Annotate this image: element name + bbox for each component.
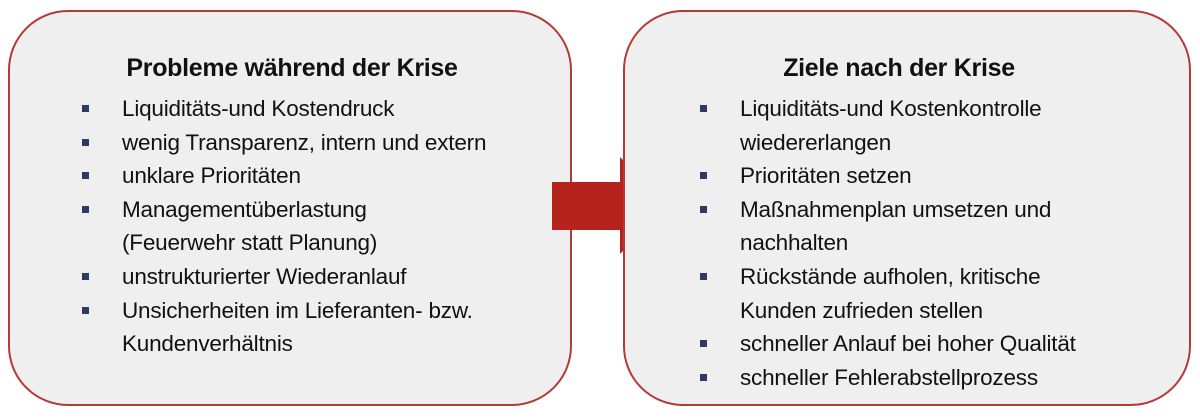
square-bullet-icon [700,205,707,213]
list-item: Liquiditäts-und Kostendruck [82,92,486,126]
square-bullet-icon [82,138,89,146]
square-bullet-icon [82,205,89,213]
square-bullet-icon [700,340,707,348]
item-text: Liquiditäts-und Kostendruck [122,96,395,121]
goals-list: Liquiditäts-und Kostenkontrolle wiederer… [700,92,1076,395]
list-item: Liquiditäts-und Kostenkontrolle wiederer… [700,92,1076,159]
square-bullet-icon [82,272,89,280]
square-bullet-icon [700,105,707,112]
list-item: Managementüberlastung (Feuerwehr statt P… [82,193,486,260]
item-text: schneller Fehlerabstellprozess [740,364,1038,390]
list-item: schneller Fehlerabstellprozess [700,361,1076,395]
square-bullet-icon [82,306,89,314]
item-text: Prioritäten setzen [740,163,912,189]
square-bullet-icon [700,172,707,180]
item-text: schneller Anlauf bei hoher Qualität [740,331,1076,357]
item-text: Maßnahmenplan umsetzen und nachhalten [740,196,1052,256]
list-item: wenig Transparenz, intern und extern [82,126,487,160]
square-bullet-icon [82,172,89,180]
list-item: Prioritäten setzen [700,159,1076,193]
list-item: unstrukturierter Wiederanlauf [82,260,486,294]
item-text: Unsicherheiten im Lieferanten- bzw. Kund… [122,297,473,357]
list-item: Unsicherheiten im Lieferanten- bzw. Kund… [82,294,486,361]
square-bullet-icon [82,105,89,112]
goals-title: Ziele nach der Krise [783,54,1015,82]
list-item: schneller Anlauf bei hoher Qualität [700,327,1076,361]
square-bullet-icon [700,373,707,381]
item-text: Managementüberlastung (Feuerwehr statt P… [122,196,378,256]
item-text: unklare Prioritäten [122,163,301,189]
list-item: Rückstände aufholen, kritische Kunden zu… [700,260,1076,327]
problems-list: Liquiditäts-und Kostendruck wenig Transp… [82,92,487,361]
goals-box: Ziele nach der Krise Liquiditäts-und Kos… [623,10,1191,406]
item-text: unstrukturierter Wiederanlauf [122,263,407,289]
list-item: unklare Prioritäten [82,159,486,193]
square-bullet-icon [700,272,707,280]
list-item: Maßnahmenplan umsetzen und nachhalten [700,193,1076,260]
item-text: Liquiditäts-und Kostenkontrolle wiederer… [740,96,1042,155]
item-text: Rückstände aufholen, kritische Kunden zu… [740,263,1041,323]
problems-title: Probleme während der Krise [126,54,458,82]
item-text: wenig Transparenz, intern und extern [122,129,487,155]
problems-box: Probleme während der Krise Liquiditäts-u… [8,10,572,406]
